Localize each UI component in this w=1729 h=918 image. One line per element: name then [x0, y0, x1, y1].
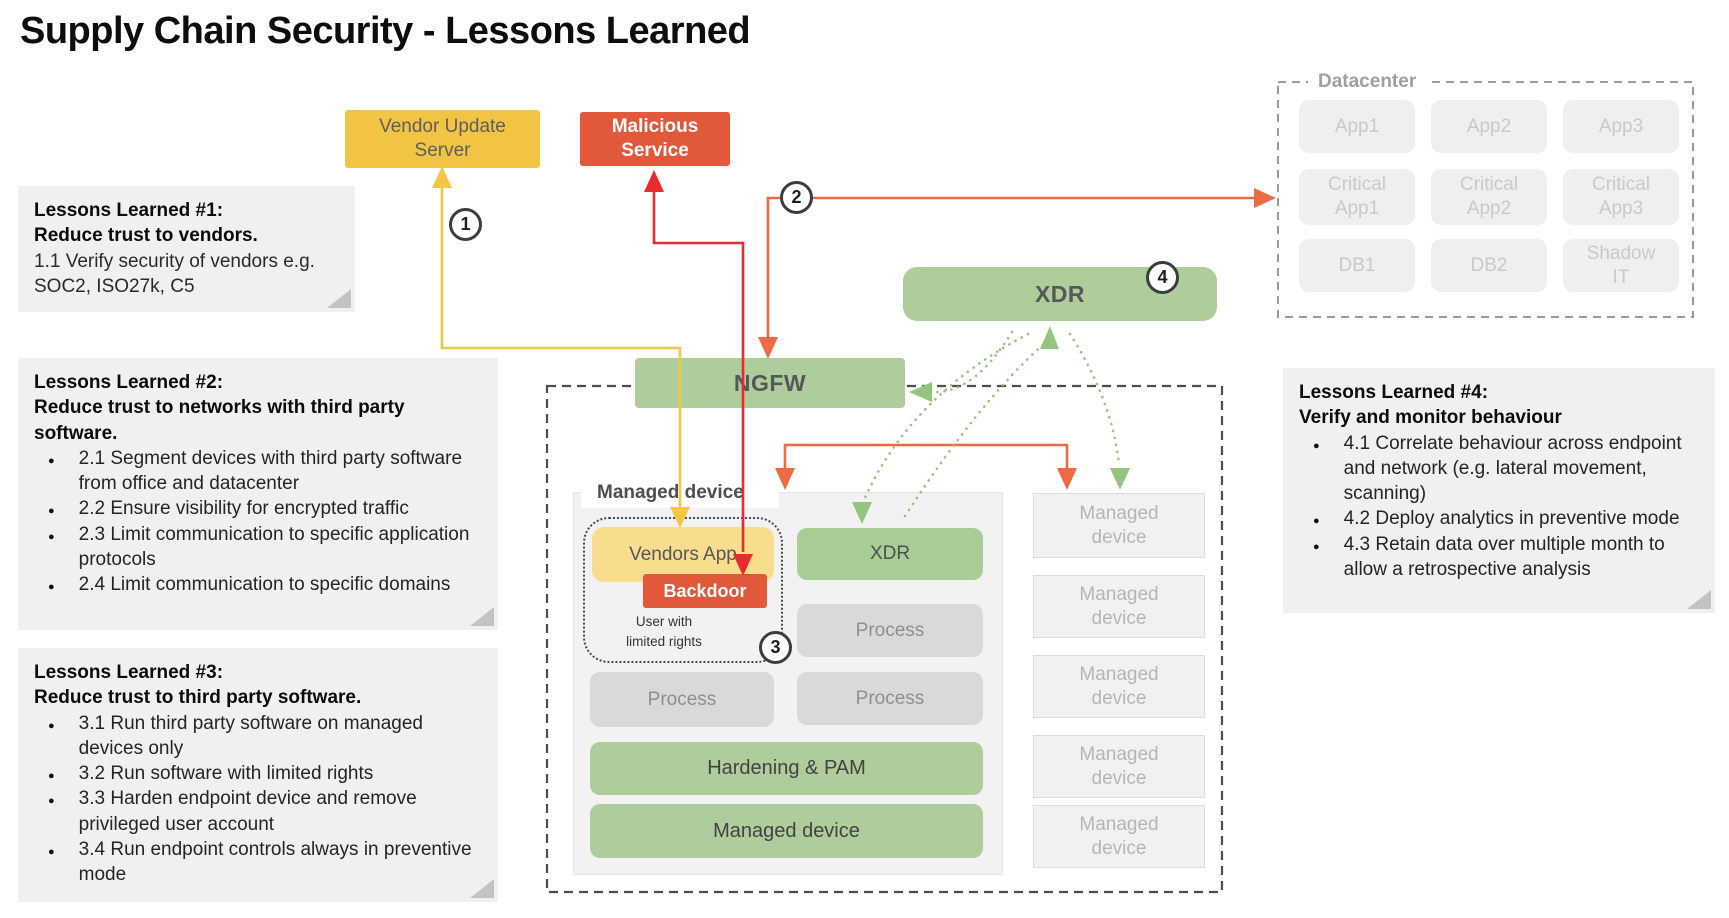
datacenter-cell-app3: App3	[1563, 100, 1679, 153]
endpoint-to-xdr-curve	[903, 340, 1048, 518]
managed-device-column-item: Managed device	[1033, 493, 1205, 558]
note-lessons-1: Lessons Learned #1: Reduce trust to vend…	[18, 186, 355, 312]
note-fold	[1687, 590, 1711, 609]
datacenter-cell-shadow-it: Shadow IT	[1563, 239, 1679, 292]
vendor-update-server-node: Vendor Update Server	[345, 110, 540, 168]
page-title: Supply Chain Security - Lessons Learned	[20, 10, 751, 52]
note-3-bullet: 3.1 Run third party software on managed …	[34, 711, 482, 762]
note-fold	[470, 607, 494, 626]
datacenter-cell-critical-app1: Critical App1	[1299, 169, 1415, 225]
datacenter-cell-app1: App1	[1299, 100, 1415, 153]
managed-device-column-item: Managed device	[1033, 735, 1205, 798]
endpoint-xdr-node: XDR	[797, 528, 983, 580]
datacenter-cell-app2: App2	[1431, 100, 1547, 153]
hardening-pam-node: Hardening & PAM	[590, 742, 983, 795]
note-2-bullet: 2.2 Ensure visibility for encrypted traf…	[34, 496, 482, 521]
process-node: Process	[590, 672, 774, 727]
note-4-subtitle: Verify and monitor behaviour	[1299, 407, 1562, 429]
note-2-subtitle: Reduce trust to networks with third part…	[34, 397, 405, 444]
lateral-movement-arrow	[775, 443, 1077, 490]
datacenter-cell-critical-app2: Critical App2	[1431, 169, 1547, 225]
note-2-bullet: 2.4 Limit communication to specific doma…	[34, 572, 482, 597]
step-4-badge: 4	[1146, 261, 1179, 294]
managed-device-column-item: Managed device	[1033, 655, 1205, 718]
malicious-service-node: Malicious Service	[580, 112, 730, 166]
datacenter-cell-db2: DB2	[1431, 239, 1547, 292]
note-1-subtitle: Reduce trust to vendors.	[34, 225, 258, 247]
note-2-bullet: 2.1 Segment devices with third party sof…	[34, 446, 482, 497]
note-lessons-2: Lessons Learned #2: Reduce trust to netw…	[18, 358, 498, 630]
note-3-bullet: 3.3 Harden endpoint device and remove pr…	[34, 786, 482, 837]
note-1-body: 1.1 Verify security of vendors e.g. SOC2…	[34, 250, 315, 297]
note-4-bullet: 4.3 Retain data over multiple month to a…	[1299, 532, 1699, 583]
note-lessons-3: Lessons Learned #3: Reduce trust to thir…	[18, 648, 498, 902]
managed-device-node: Managed device	[590, 804, 983, 858]
process-node: Process	[797, 604, 983, 657]
process-node: Process	[797, 672, 983, 725]
datacenter-label: Datacenter	[1308, 68, 1427, 96]
datacenter-cell-db1: DB1	[1299, 239, 1415, 292]
note-4-bullet: 4.1 Correlate behaviour across endpoint …	[1299, 431, 1699, 507]
note-2-title: Lessons Learned #2:	[34, 372, 224, 393]
note-3-subtitle: Reduce trust to third party software.	[34, 687, 362, 709]
note-3-title: Lessons Learned #3:	[34, 662, 224, 683]
managed-device-container-label: Managed device	[581, 478, 779, 508]
step-1-badge: 1	[449, 208, 482, 241]
xdr-to-managed-column-curve	[1068, 332, 1121, 466]
note-3-bullet: 3.4 Run endpoint controls always in prev…	[34, 837, 482, 888]
step-3-badge: 3	[759, 631, 792, 664]
managed-device-column-item: Managed device	[1033, 805, 1205, 868]
note-4-title: Lessons Learned #4:	[1299, 382, 1489, 403]
ngfw-node: NGFW	[635, 358, 905, 408]
backdoor-node: Backdoor	[643, 574, 767, 608]
note-2-bullet: 2.3 Limit communication to specific appl…	[34, 522, 482, 573]
user-with-limited-rights-label: User with limited rights	[626, 614, 702, 649]
note-lessons-4: Lessons Learned #4: Verify and monitor b…	[1283, 368, 1715, 613]
note-1-title: Lessons Learned #1:	[34, 200, 224, 221]
managed-device-column-item: Managed device	[1033, 575, 1205, 638]
note-3-bullet: 3.2 Run software with limited rights	[34, 761, 482, 786]
note-4-bullet: 4.2 Deploy analytics in preventive mode	[1299, 506, 1699, 531]
datacenter-cell-critical-app3: Critical App3	[1563, 169, 1679, 225]
xdr-to-ngfw-curve	[934, 330, 1014, 394]
step-2-badge: 2	[780, 181, 813, 214]
